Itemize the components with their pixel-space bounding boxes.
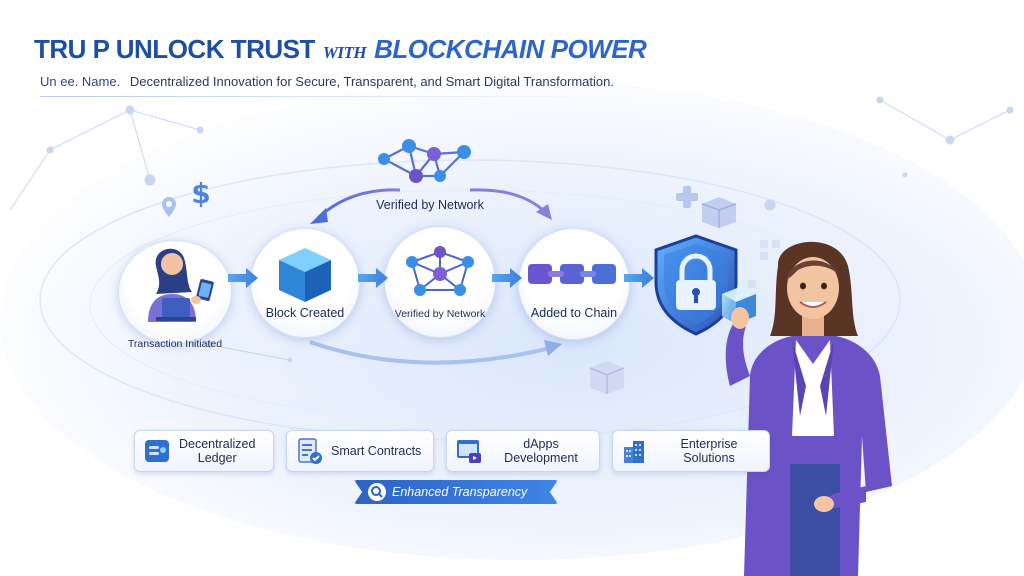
contract-check-icon — [298, 438, 322, 464]
header-divider — [40, 96, 620, 97]
step-label-chain: Added to Chain — [530, 306, 618, 320]
network-nodes-icon — [406, 246, 474, 296]
dollar-icon: $ — [191, 177, 210, 210]
feature-label-contracts: Smart Contracts — [331, 444, 422, 458]
chain-links-icon — [528, 264, 616, 284]
network-nodes-icon-top — [378, 139, 471, 183]
feature-card-dapps[interactable]: dApps Development — [446, 430, 600, 472]
step-label-transaction: Transaction Initiated — [127, 338, 223, 350]
title-part-1: TRU P UNLOCK TRUST — [34, 34, 315, 64]
feature-label-ledger-line1: Decentralized — [179, 437, 256, 451]
flow-arrow-2 — [358, 268, 388, 288]
loop-label: Verified by Network — [376, 198, 484, 212]
step-label-verify: Verified by Network — [394, 308, 486, 320]
feature-label-ledger-line2: Ledger — [197, 451, 237, 465]
cube-icon — [279, 248, 331, 302]
magnifier-icon — [368, 483, 386, 501]
location-pin-icon — [162, 197, 176, 217]
plus-icon — [676, 186, 698, 208]
subtitle-text: Decentralized Innovation for Secure, Tra… — [129, 74, 614, 89]
page-subtitle: Un ee. Name. Decentralized Innovation fo… — [40, 74, 614, 89]
feature-card-enterprise[interactable]: Enterprise Solutions — [612, 430, 770, 472]
subtitle-prefix: Un ee. Name. — [40, 74, 121, 89]
feature-label-ledger: Decentralized Ledger — [179, 437, 255, 465]
step-label-block: Block Created — [265, 306, 345, 320]
step-circle-verify — [384, 226, 496, 338]
page-title: TRU P UNLOCK TRUST WITH BLOCKCHAIN POWER — [34, 34, 647, 65]
box-icon — [701, 197, 737, 228]
flow-arrow-3 — [492, 268, 522, 288]
presenter-illustration — [725, 241, 892, 576]
box-icon-small — [589, 361, 625, 394]
title-part-2: WITH — [322, 43, 367, 62]
loop-arrow-bottom — [309, 340, 562, 365]
flow-arrow-1 — [228, 268, 258, 288]
shield-lock-icon — [654, 234, 756, 336]
feature-card-contracts[interactable]: Smart Contracts — [286, 430, 434, 472]
loop-arrow-top — [310, 188, 552, 224]
enhanced-transparency-banner: Enhanced Transparency — [354, 480, 558, 504]
feature-card-ledger[interactable]: Decentralized Ledger — [134, 430, 274, 472]
buildings-icon — [624, 441, 644, 463]
flow-arrow-4 — [624, 268, 654, 288]
svg-text:$: $ — [191, 177, 210, 210]
app-window-icon — [457, 440, 481, 463]
person-laptop-icon — [148, 248, 214, 322]
title-part-3: BLOCKCHAIN POWER — [374, 34, 647, 64]
feature-label-dapps: dApps Development — [504, 437, 578, 465]
banner-label: Enhanced Transparency — [392, 485, 528, 499]
ledger-icon — [145, 440, 169, 462]
feature-label-enterprise: Enterprise Solutions — [680, 437, 738, 465]
